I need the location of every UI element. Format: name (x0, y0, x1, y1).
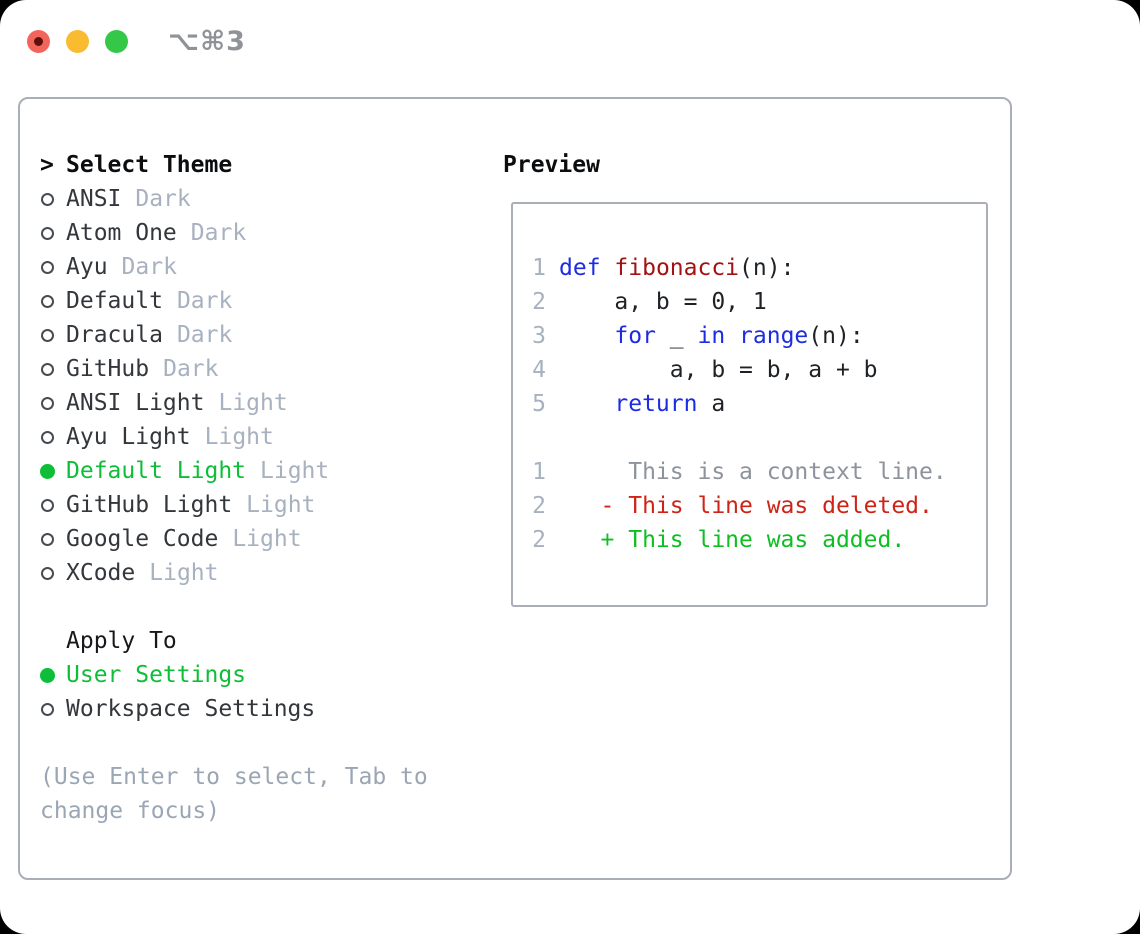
radio-unselected-icon (41, 226, 54, 240)
titlebar: ⌥⌘3 (27, 26, 246, 57)
theme-option-github[interactable]: GitHub Dark (40, 352, 472, 386)
option-variant-tag: Dark (163, 356, 219, 382)
preview-line: 4 a, b = b, a + b (531, 353, 986, 387)
keyboard-hint: (Use Enter to select, Tab to change focu… (40, 764, 428, 824)
option-label: Ayu Light (66, 424, 191, 450)
option-label: Ayu (66, 254, 108, 280)
minimize-button[interactable] (66, 30, 89, 53)
close-button[interactable] (27, 30, 50, 53)
option-variant-tag: Light (204, 424, 274, 450)
option-label: Google Code (66, 526, 219, 552)
option-variant-tag: Dark (190, 220, 247, 246)
line-number: 4 (532, 357, 546, 383)
preview-title: Preview (503, 152, 600, 178)
theme-option-google-code[interactable]: Google Code Light (40, 522, 472, 556)
option-variant-tag: Light (246, 492, 316, 518)
code-text: + This line was added. (559, 527, 906, 553)
option-label: Atom One (66, 220, 177, 246)
option-variant-tag: Light (232, 526, 302, 552)
line-number: 2 (532, 493, 546, 519)
theme-option-ayu[interactable]: Ayu Dark (40, 250, 472, 284)
list-gap (40, 590, 472, 624)
radio-unselected-icon (41, 192, 54, 206)
theme-option-ayu-light[interactable]: Ayu Light Light (40, 420, 472, 454)
line-number: 2 (532, 289, 546, 315)
radio-selected-icon (40, 463, 55, 479)
apply-option-workspace-settings[interactable]: Workspace Settings (40, 692, 472, 726)
line-number: 5 (532, 391, 546, 417)
preview-line: 1 This is a context line. (531, 455, 986, 489)
code-text: for _ in range(n): (614, 323, 864, 349)
option-label: Default (66, 288, 163, 314)
theme-option-ansi-light[interactable]: ANSI Light Light (40, 386, 472, 420)
theme-option-default[interactable]: Default Dark (40, 284, 472, 318)
window-title: ⌥⌘3 (168, 26, 246, 57)
code-text: This is a context line. (559, 459, 947, 485)
line-number: 2 (532, 527, 546, 553)
option-label: Workspace Settings (66, 696, 316, 722)
option-variant-tag: Light (149, 560, 219, 586)
code-text: a, b = b, a + b (559, 357, 878, 383)
preview-line: 2 + This line was added. (531, 523, 986, 557)
radio-unselected-icon (41, 702, 54, 716)
code-text: return a (614, 391, 726, 417)
radio-unselected-icon (41, 532, 54, 546)
option-variant-tag: Dark (135, 186, 191, 212)
line-number: 1 (532, 459, 546, 485)
apply-option-user-settings[interactable]: User Settings (40, 658, 472, 692)
theme-option-github-light[interactable]: GitHub Light Light (40, 488, 472, 522)
apply-to-header: Apply To (40, 624, 472, 658)
option-label: GitHub (66, 356, 150, 382)
option-label: Default Light (66, 458, 247, 484)
preview-line: 2 - This line was deleted. (531, 489, 986, 523)
focus-caret-icon: > (40, 152, 54, 178)
apply-to-title: Apply To (66, 628, 177, 654)
preview-line: 2 a, b = 0, 1 (531, 285, 986, 319)
option-variant-tag: Light (218, 390, 288, 416)
option-label: User Settings (66, 662, 247, 688)
code-text: - This line was deleted. (559, 493, 933, 519)
close-dot-icon (34, 37, 43, 46)
line-number: 1 (532, 255, 546, 281)
code-text: def fibonacci(n): (559, 255, 795, 281)
option-variant-tag: Light (260, 458, 330, 484)
radio-selected-icon (40, 667, 55, 683)
preview-line: 3 for _ in range(n): (531, 319, 986, 353)
preview-line (531, 421, 986, 455)
radio-unselected-icon (41, 328, 54, 342)
radio-unselected-icon (41, 498, 54, 512)
radio-unselected-icon (41, 260, 54, 274)
radio-unselected-icon (41, 566, 54, 580)
theme-option-dracula[interactable]: Dracula Dark (40, 318, 472, 352)
theme-option-xcode[interactable]: XCode Light (40, 556, 472, 590)
theme-option-default-light[interactable]: Default Light Light (40, 454, 472, 488)
option-label: ANSI Light (66, 390, 205, 416)
option-label: ANSI (66, 186, 122, 212)
option-variant-tag: Dark (121, 254, 177, 280)
zoom-button[interactable] (105, 30, 128, 53)
code-text: a, b = 0, 1 (559, 289, 767, 315)
radio-unselected-icon (41, 430, 54, 444)
theme-option-ansi[interactable]: ANSI Dark (40, 182, 472, 216)
select-theme-title: Select Theme (66, 152, 233, 178)
option-label: Dracula (66, 322, 163, 348)
preview-line: 5 return a (531, 387, 986, 421)
option-variant-tag: Dark (176, 288, 233, 314)
radio-unselected-icon (41, 362, 54, 376)
preview-line: 1 def fibonacci(n): (531, 251, 986, 285)
radio-unselected-icon (41, 294, 54, 308)
option-label: GitHub Light (66, 492, 233, 518)
radio-unselected-icon (41, 396, 54, 410)
line-number: 3 (532, 323, 546, 349)
theme-option-atom-one[interactable]: Atom One Dark (40, 216, 472, 250)
option-label: XCode (66, 560, 136, 586)
select-theme-header: > Select Theme (40, 148, 472, 182)
option-variant-tag: Dark (176, 322, 233, 348)
